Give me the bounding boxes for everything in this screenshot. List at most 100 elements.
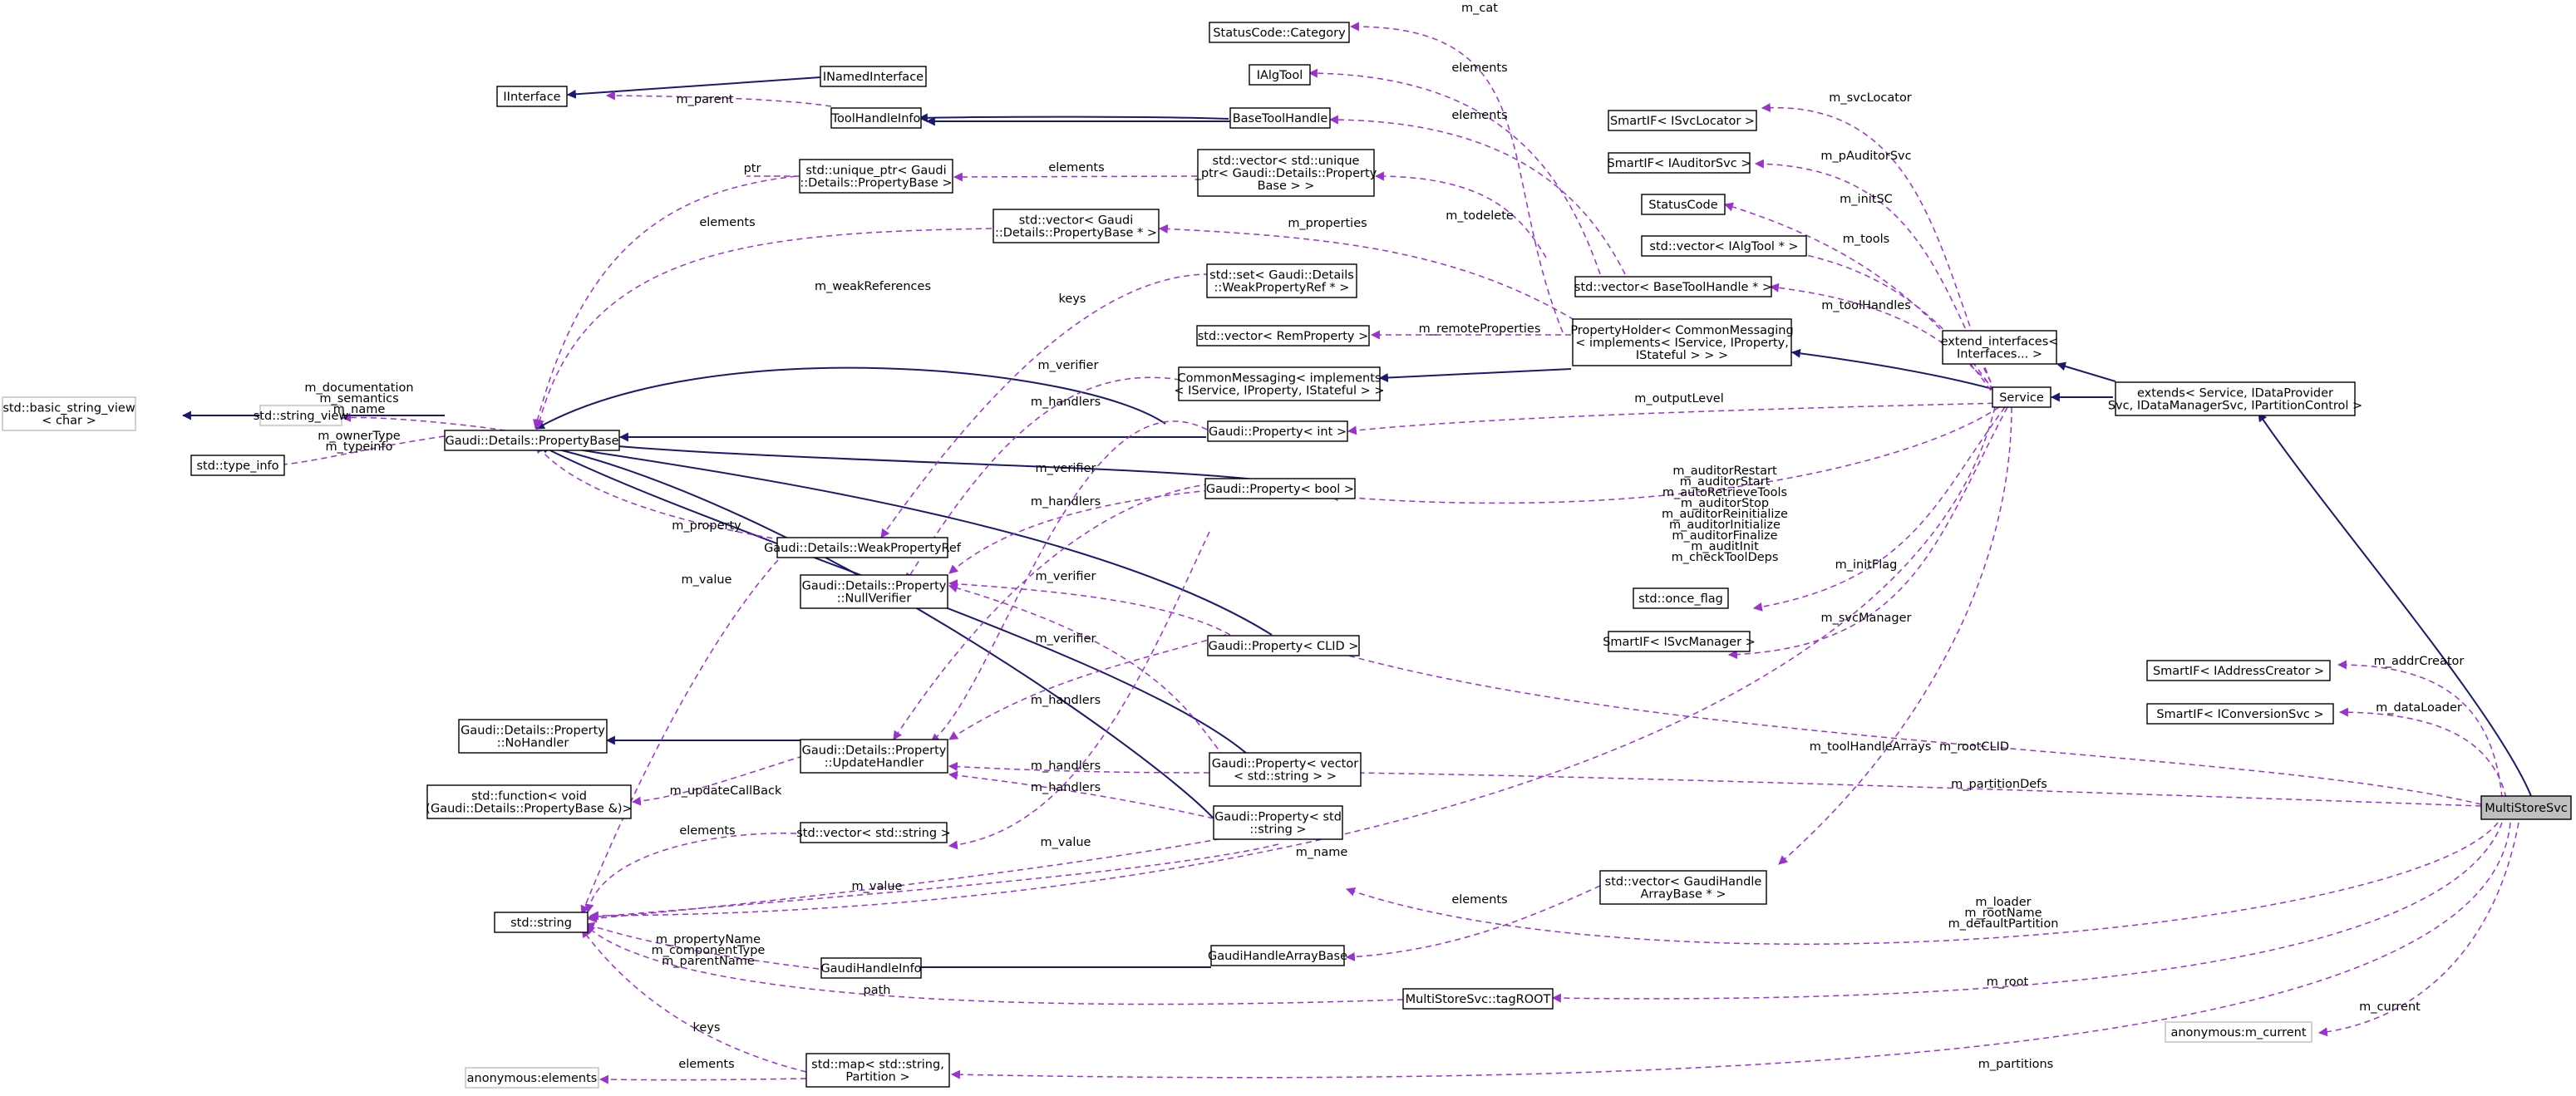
node-prop-clid[interactable]: Gaudi::Property< CLID > xyxy=(1207,635,1360,656)
node-box xyxy=(496,86,568,107)
node-weakpropertyref[interactable]: Gaudi::Details::WeakPropertyRef xyxy=(764,537,962,558)
node-smartif-iaddresscreator[interactable]: SmartIF< IAddressCreator > xyxy=(2146,660,2331,681)
node-nohandler[interactable]: Gaudi::Details::Property::NoHandler xyxy=(458,719,608,754)
node-label: Interfaces... > xyxy=(1957,348,2042,361)
node-box xyxy=(1213,805,1343,840)
node-std-function[interactable]: std::function< void(Gaudi::Details::Prop… xyxy=(426,784,633,819)
node-smartif-iconversionsvc[interactable]: SmartIF< IConversionSvc > xyxy=(2146,703,2334,725)
node-label: StatusCode::Category xyxy=(1213,27,1346,40)
edge-label: elements xyxy=(699,216,755,229)
node-box xyxy=(1574,276,1772,297)
node-box xyxy=(830,107,922,129)
node-smartif-isvcmanager[interactable]: SmartIF< ISvcManager > xyxy=(1603,631,1756,652)
node-multistoresvc[interactable]: MultiStoreSvc xyxy=(2480,795,2572,820)
node-vec-remprop[interactable]: std::vector< RemProperty > xyxy=(1196,325,1370,346)
node-ialgtool[interactable]: IAlgTool xyxy=(1249,64,1311,86)
node-std-string[interactable]: std::string xyxy=(494,912,589,933)
node-vec-gaudihandlearraybase[interactable]: std::vector< GaudiHandleArrayBase * > xyxy=(1599,870,1767,905)
node-toolhandleinfo[interactable]: ToolHandleInfo xyxy=(830,107,922,129)
node-nullverifier[interactable]: Gaudi::Details::Property::NullVerifier xyxy=(800,574,948,609)
node-label: < char > xyxy=(42,415,96,428)
edge-label: ptr xyxy=(744,162,761,175)
edge-usage xyxy=(950,822,2511,1079)
node-type-info[interactable]: std::type_info xyxy=(190,455,285,476)
edge-label: m_partitions xyxy=(1978,1058,2053,1071)
edge-label: m_addrCreator xyxy=(2374,655,2465,668)
edge-label: m_root xyxy=(1987,976,2029,989)
node-label: _ptr< Gaudi::Details::Property xyxy=(1194,167,1377,180)
node-label: std::vector< std::unique xyxy=(1213,155,1360,168)
node-vec-unique-ptr[interactable]: std::vector< std::unique_ptr< Gaudi::Det… xyxy=(1194,149,1377,197)
edge-label: elements xyxy=(1451,109,1507,122)
node-anon-elements[interactable]: anonymous:elements xyxy=(465,1067,599,1089)
node-statuscode[interactable]: StatusCode xyxy=(1641,194,1726,215)
node-box xyxy=(1942,330,2057,365)
node-prop-int[interactable]: Gaudi::Property< int > xyxy=(1207,420,1348,442)
node-inamedinterface[interactable]: INamedInterface xyxy=(820,66,927,87)
node-tagroot[interactable]: MultiStoreSvc::tagROOT xyxy=(1402,988,1554,1010)
node-box xyxy=(1402,988,1554,1010)
node-propertybase[interactable]: Gaudi::Details::PropertyBase xyxy=(444,430,620,451)
node-label: extends< Service, IDataProvider xyxy=(2137,387,2333,401)
edge-label: m_properties xyxy=(1288,217,1367,230)
node-label: Partition > xyxy=(845,1071,909,1084)
edge-usage xyxy=(1374,171,1547,258)
node-label: ToolHandleInfo xyxy=(831,112,921,125)
node-anon-m-current[interactable]: anonymous:m_current xyxy=(2165,1021,2312,1043)
node-string-view[interactable]: std::string_view xyxy=(254,405,349,426)
node-vec-string[interactable]: std::vector< std::string > xyxy=(796,822,951,843)
node-extend-interfaces[interactable]: extend_interfaces<Interfaces... > xyxy=(1941,330,2059,365)
edge-usage xyxy=(880,273,1210,538)
node-label: Gaudi::Details::Property xyxy=(802,745,947,758)
node-box xyxy=(1633,587,1729,609)
edge-label: m_auditorReinitialize xyxy=(1662,508,1788,521)
node-prop-bool[interactable]: Gaudi::Property< bool > xyxy=(1204,478,1356,499)
node-label: SmartIF< IAuditorSvc > xyxy=(1608,157,1751,170)
node-label: std::function< void xyxy=(471,790,587,804)
node-box xyxy=(2146,703,2334,725)
node-label: ::string > xyxy=(1249,823,1306,837)
node-unique-ptr[interactable]: std::unique_ptr< Gaudi::Details::Propert… xyxy=(799,159,953,194)
node-label: Service xyxy=(1999,391,2044,405)
node-box xyxy=(1599,870,1767,905)
node-label: SmartIF< IAddressCreator > xyxy=(2153,665,2324,678)
node-prop-string[interactable]: Gaudi::Property< std::string > xyxy=(1213,805,1343,840)
edge-usage xyxy=(1349,22,1564,333)
edge-usage xyxy=(2338,707,2507,799)
node-smartif-iauditorsvc[interactable]: SmartIF< IAuditorSvc > xyxy=(1608,152,1751,174)
node-box xyxy=(1209,752,1362,787)
edge-label: m_name xyxy=(333,403,386,416)
node-gaudihandleinfo[interactable]: GaudiHandleInfo xyxy=(820,957,922,979)
node-basetoolhandle[interactable]: BaseToolHandle xyxy=(1229,107,1331,129)
edge-label: m_verifier xyxy=(1038,359,1099,372)
node-label: ::UpdateHandler xyxy=(825,757,924,770)
node-service[interactable]: Service xyxy=(1992,386,2051,408)
node-statuscode-category[interactable]: StatusCode::Category xyxy=(1209,22,1350,43)
edge-label: m_handlers xyxy=(1031,781,1101,794)
node-set-weakref[interactable]: std::set< Gaudi::Details::WeakPropertyRe… xyxy=(1206,263,1357,298)
node-box xyxy=(494,912,589,933)
node-label: IAlgTool xyxy=(1257,69,1303,82)
node-gaudihandlearraybase[interactable]: GaudiHandleArrayBase xyxy=(1208,945,1347,966)
node-label: MultiStoreSvc::tagROOT xyxy=(1406,993,1551,1006)
node-prop-vec-string[interactable]: Gaudi::Property< vector< std::string > > xyxy=(1209,752,1362,787)
node-label: std::map< std::string, xyxy=(811,1059,944,1072)
node-smartif-isvclocator[interactable]: SmartIF< ISvcLocator > xyxy=(1608,110,1757,131)
node-vec-ialgtool[interactable]: std::vector< IAlgTool * > xyxy=(1641,235,1807,257)
edge-inherit xyxy=(1790,348,1993,390)
edge-label: elements xyxy=(678,1058,734,1071)
node-iinterface[interactable]: IInterface xyxy=(496,86,568,107)
edge-label: m_verifier xyxy=(1036,570,1096,583)
edge-usage xyxy=(581,928,807,1073)
node-updatehandler[interactable]: Gaudi::Details::Property::UpdateHandler xyxy=(800,739,948,774)
node-vec-propbase-ptr[interactable]: std::vector< Gaudi::Details::PropertyBas… xyxy=(992,209,1160,243)
node-once-flag[interactable]: std::once_flag xyxy=(1633,587,1729,609)
node-vec-basetoolhandle[interactable]: std::vector< BaseToolHandle * > xyxy=(1574,276,1772,297)
node-commonmessaging[interactable]: CommonMessaging< implements< IService, I… xyxy=(1174,366,1385,401)
node-map-partition[interactable]: std::map< std::string,Partition > xyxy=(805,1053,950,1088)
node-propertyholder[interactable]: PropertyHolder< CommonMessaging< impleme… xyxy=(1570,318,1794,366)
edge-inherit xyxy=(539,442,1214,819)
node-basic-string-view[interactable]: std::basic_string_view< char > xyxy=(2,396,136,431)
edge-usage xyxy=(589,406,1996,921)
